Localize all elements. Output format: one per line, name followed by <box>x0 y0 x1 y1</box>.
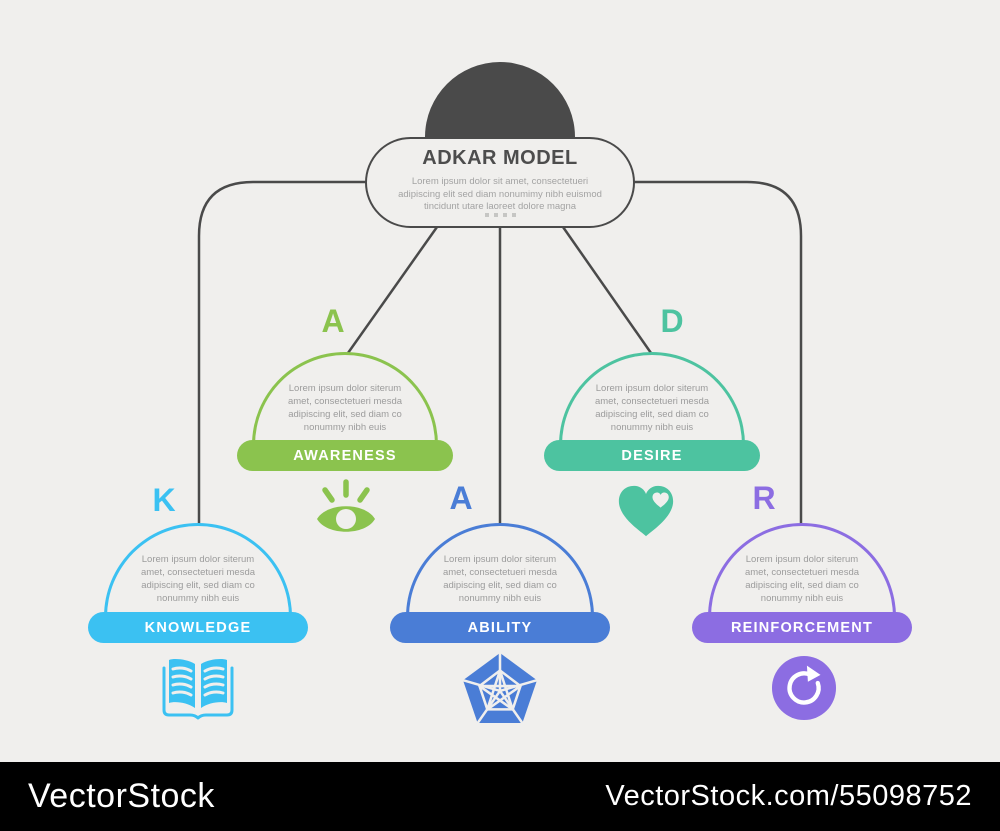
dot <box>502 213 507 217</box>
ability-initial: A <box>449 480 473 516</box>
watermark-bar: VectorStock VectorStock.com/55098752 <box>0 762 1000 831</box>
open-book-icon <box>162 659 234 720</box>
ability-description: Lorem ipsum dolor siterum amet, consecte… <box>442 554 558 604</box>
ability-label-pill: ABILITY <box>390 612 610 643</box>
awareness-description: Lorem ipsum dolor siterum amet, consecte… <box>287 383 403 433</box>
dot <box>511 213 516 217</box>
pagination-dots <box>480 213 520 217</box>
header-description: Lorem ipsum dolor sit amet, consectetuer… <box>398 176 602 212</box>
knowledge-description: Lorem ipsum dolor siterum amet, consecte… <box>140 554 256 604</box>
desire-description: Lorem ipsum dolor siterum amet, consecte… <box>594 383 710 433</box>
dot <box>484 213 489 217</box>
desire-label-pill: DESIRE <box>544 440 760 471</box>
radar-pentagon-icon <box>462 652 538 724</box>
reinforcement-initial: R <box>752 480 776 516</box>
refresh-icon <box>771 655 837 721</box>
reinforcement-description: Lorem ipsum dolor siterum amet, consecte… <box>744 554 860 604</box>
desire-initial: D <box>660 303 684 339</box>
awareness-initial: A <box>321 303 345 339</box>
header-box <box>365 137 635 228</box>
knowledge-initial: K <box>152 482 176 518</box>
connector-awareness <box>346 226 439 354</box>
connector-desire <box>561 226 653 354</box>
page-title: ADKAR MODEL <box>422 147 578 169</box>
eye-icon <box>317 479 375 532</box>
awareness-label-pill: AWARENESS <box>237 440 453 471</box>
dot <box>493 213 498 217</box>
heart-icon <box>618 485 674 537</box>
knowledge-label-pill: KNOWLEDGE <box>88 612 308 643</box>
vectorstock-logo: VectorStock <box>28 777 215 815</box>
reinforcement-label-pill: REINFORCEMENT <box>692 612 912 643</box>
header-dome <box>425 62 575 137</box>
image-reference: VectorStock.com/55098752 <box>605 780 972 812</box>
